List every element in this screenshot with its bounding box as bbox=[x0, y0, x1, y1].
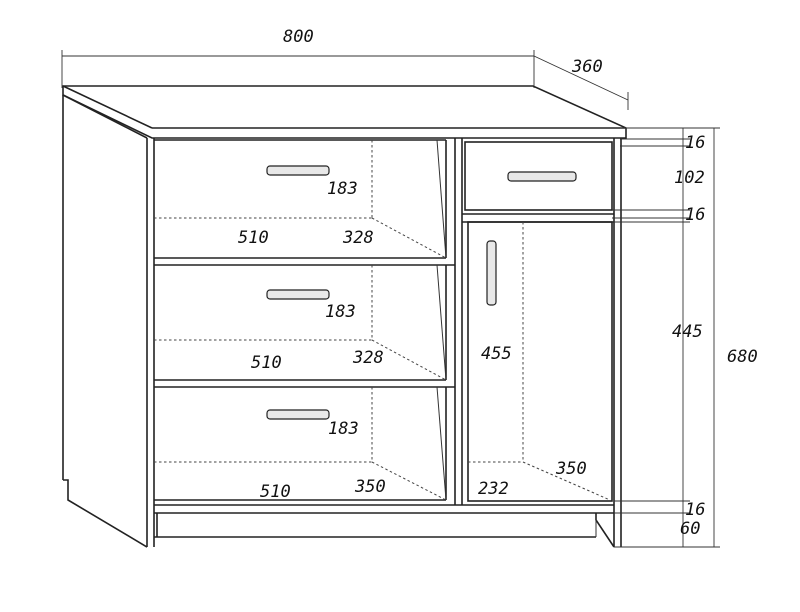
drawer-1[interactable] bbox=[154, 139, 455, 266]
label-drawer-3-width: 510 bbox=[260, 482, 291, 502]
label-plinth-height: 60 bbox=[680, 519, 700, 539]
label-drawer-3-height: 183 bbox=[328, 419, 359, 439]
label-drawer-2-width: 510 bbox=[251, 353, 282, 373]
label-overall-width: 800 bbox=[283, 27, 314, 47]
dimension-lines bbox=[61, 50, 720, 548]
label-drawer-3-depth: 350 bbox=[354, 477, 386, 497]
label-drawer-1-height: 183 bbox=[327, 179, 358, 199]
label-door-compartment-width: 232 bbox=[478, 479, 509, 499]
drawer-2[interactable] bbox=[154, 264, 455, 388]
center-divider bbox=[454, 138, 463, 505]
label-drawer-2-height: 183 bbox=[325, 302, 356, 322]
countertop bbox=[62, 85, 627, 139]
label-shelf-thickness: 16 bbox=[685, 205, 705, 225]
label-drawer-1-depth: 328 bbox=[342, 228, 374, 248]
label-overall-height: 680 bbox=[727, 347, 758, 367]
label-door-height: 445 bbox=[672, 322, 703, 342]
door-compartment[interactable] bbox=[467, 221, 613, 502]
label-drawer-1-width: 510 bbox=[238, 228, 269, 248]
dimension-labels: 800 360 16 102 16 445 680 16 60 183 510 … bbox=[238, 27, 758, 539]
label-door-compartment-depth: 350 bbox=[555, 459, 587, 479]
left-side-panel bbox=[62, 94, 155, 548]
cabinet-body bbox=[62, 85, 627, 548]
drawer-3[interactable] bbox=[154, 386, 447, 501]
label-bottom-panel: 16 bbox=[685, 500, 705, 520]
label-small-drawer-height: 102 bbox=[674, 168, 705, 188]
bottom-panel bbox=[154, 504, 615, 548]
small-drawer[interactable] bbox=[462, 141, 614, 223]
small-drawer-handle-icon bbox=[507, 171, 577, 182]
label-drawer-2-depth: 328 bbox=[352, 348, 384, 368]
label-top-thickness: 16 bbox=[685, 133, 705, 153]
door-handle-icon bbox=[486, 240, 497, 306]
drawer-3-handle-icon bbox=[266, 409, 330, 420]
drawer-1-handle-icon bbox=[266, 165, 330, 176]
label-door-compartment-height: 455 bbox=[481, 344, 512, 364]
drawer-2-handle-icon bbox=[266, 289, 330, 300]
label-overall-depth: 360 bbox=[571, 57, 603, 77]
